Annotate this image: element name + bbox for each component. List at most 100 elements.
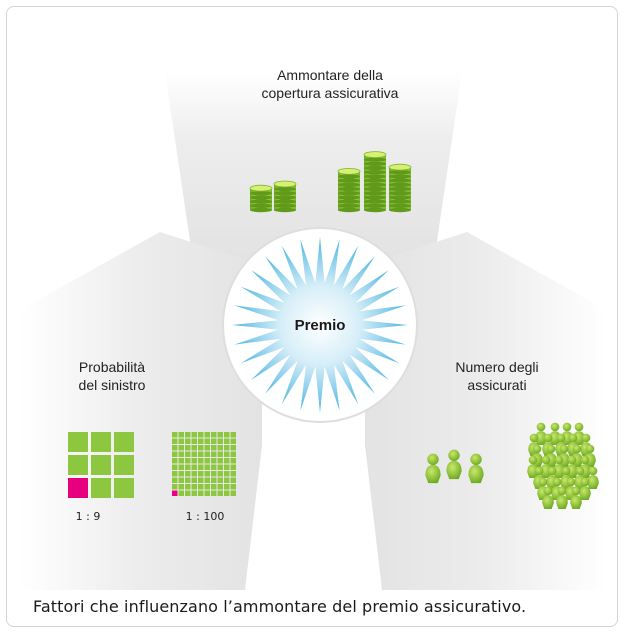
grid-cell (217, 451, 223, 457)
grid-cell (185, 471, 191, 477)
grid-cell (114, 432, 134, 452)
grid-cell (217, 445, 223, 451)
grid-cell (198, 445, 204, 451)
coin-stack (388, 163, 412, 213)
ratio-small-label: 1 : 9 (76, 510, 101, 523)
person-icon (468, 453, 484, 484)
grid-cell (172, 432, 178, 438)
grid-cell (172, 471, 178, 477)
grid-cell (91, 432, 111, 452)
grid-cell (178, 464, 184, 470)
grid-cell (172, 445, 178, 451)
grid-cell (204, 438, 210, 444)
grid-cell (217, 464, 223, 470)
grid-cell (185, 432, 191, 438)
premium-center: Premio (222, 227, 418, 423)
grid-cell (211, 464, 217, 470)
grid-cell (198, 438, 204, 444)
coverage-panel (165, 72, 462, 268)
grid-cell (230, 464, 236, 470)
grid-cell (230, 471, 236, 477)
grid-cell (204, 458, 210, 464)
grid-cell (178, 451, 184, 457)
grid-cell (178, 432, 184, 438)
grid-cell (211, 471, 217, 477)
person-icon (556, 486, 568, 509)
grid-cell (217, 471, 223, 477)
figure-caption: Fattori che influenzano l’ammontare del … (33, 597, 527, 616)
grid-cell (204, 445, 210, 451)
grid-cell (185, 438, 191, 444)
person-icon (527, 455, 539, 478)
grid-cell (191, 451, 197, 457)
probability-label-line1: Probabilità (79, 359, 145, 375)
grid-cell (211, 477, 217, 483)
coin-stacks-icon (249, 151, 412, 213)
grid-cell (191, 464, 197, 470)
grid-cell (224, 445, 230, 451)
insured-label-line1: Numero degli (455, 359, 538, 375)
grid-cell (230, 438, 236, 444)
grid-cell (230, 432, 236, 438)
grid-cell (230, 451, 236, 457)
grid-cell (172, 477, 178, 483)
grid-cell (198, 458, 204, 464)
grid-cell (191, 484, 197, 490)
grid-cell (178, 490, 184, 496)
coin-stack (363, 151, 387, 213)
grid-cell (172, 451, 178, 457)
grid-cell (178, 484, 184, 490)
grid-cell (204, 490, 210, 496)
grid-cell (191, 438, 197, 444)
person-icon (570, 486, 582, 509)
grid-cell (211, 432, 217, 438)
probability-grid-1-in-100 (172, 432, 236, 496)
grid-cell (224, 432, 230, 438)
person-icon (561, 422, 573, 445)
grid-cell (198, 484, 204, 490)
grid-cell (178, 438, 184, 444)
grid-cell (211, 445, 217, 451)
grid-cell (198, 471, 204, 477)
grid-cell (68, 455, 88, 475)
grid-cell (198, 464, 204, 470)
grid-cell (178, 445, 184, 451)
person-icon (587, 466, 599, 489)
coin-stack (337, 167, 361, 213)
grid-cell (178, 458, 184, 464)
person-icon (425, 453, 441, 484)
grid-cell (178, 477, 184, 483)
probability-panel (20, 232, 262, 590)
coin-stack (273, 180, 297, 213)
grid-cell (185, 490, 191, 496)
grid-cell (198, 477, 204, 483)
grid-cell (172, 438, 178, 444)
grid-cell (224, 451, 230, 457)
grid-cell (91, 478, 111, 498)
few-people-icon (425, 449, 484, 484)
grid-cell (224, 464, 230, 470)
probability-label-line2: del sinistro (79, 377, 146, 393)
ratio-large-label: 1 : 100 (186, 510, 225, 523)
grid-cell (185, 484, 191, 490)
person-icon (573, 422, 585, 445)
grid-cell (172, 458, 178, 464)
grid-cell (198, 432, 204, 438)
grid-cell (204, 477, 210, 483)
person-icon (553, 455, 565, 478)
grid-cell (191, 471, 197, 477)
grid-cell (224, 490, 230, 496)
grid-cell (230, 490, 236, 496)
grid-cell (224, 484, 230, 490)
grid-cell (172, 464, 178, 470)
grid-cell (211, 451, 217, 457)
grid-cell (191, 458, 197, 464)
grid-cell (217, 432, 223, 438)
grid-cell (224, 477, 230, 483)
person-icon (446, 449, 462, 480)
coverage-label-line1: Ammontare della (277, 67, 383, 83)
person-icon (549, 422, 561, 445)
grid-cell (191, 432, 197, 438)
grid-cell (185, 458, 191, 464)
